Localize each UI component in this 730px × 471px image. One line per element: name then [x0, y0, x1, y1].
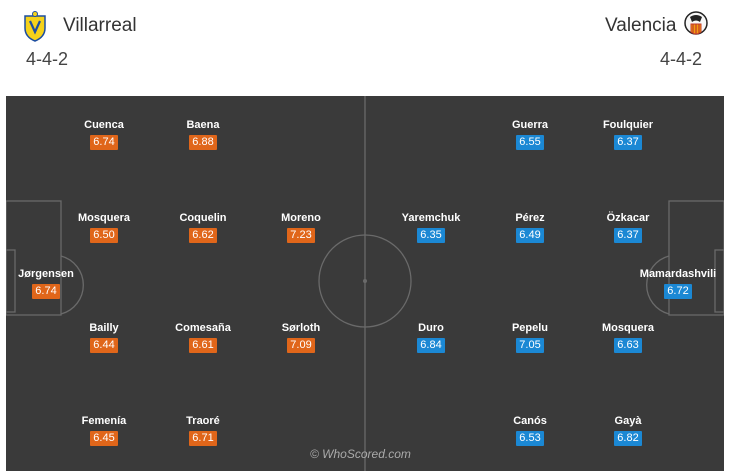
player-rating-badge: 7.23	[287, 228, 315, 243]
player-mamardashvili[interactable]: Mamardashvili 6.72	[628, 268, 724, 299]
player-name: Traoré	[186, 415, 220, 427]
player-rating-badge: 6.61	[189, 338, 217, 353]
player-name: Mosquera	[78, 212, 130, 224]
player-ozkacar[interactable]: Özkacar 6.37	[578, 212, 678, 243]
player-traore[interactable]: Traoré 6.71	[153, 415, 253, 446]
pitch-markings	[6, 96, 724, 471]
player-name: Jørgensen	[18, 268, 74, 280]
match-header: Villarreal 4-4-2 Valencia 4-4-2	[0, 0, 730, 92]
home-team-name: Villarreal	[63, 15, 137, 36]
player-name: Guerra	[511, 119, 549, 131]
villarreal-crest-icon	[24, 11, 46, 42]
player-name: Sørloth	[281, 322, 321, 334]
player-rating-badge: 6.74	[90, 135, 118, 150]
player-rating-badge: 6.71	[189, 431, 217, 446]
player-name: Gayà	[614, 415, 642, 427]
player-name: Özkacar	[606, 212, 650, 224]
pitch: Cuenca 6.74 Baena 6.88 Mosquera 6.50 Coq…	[6, 96, 724, 471]
player-cuenca[interactable]: Cuenca 6.74	[54, 119, 154, 150]
player-gaya[interactable]: Gayà 6.82	[578, 415, 678, 446]
player-name: Canós	[513, 415, 547, 427]
player-femenia[interactable]: Femenía 6.45	[54, 415, 154, 446]
player-guerra[interactable]: Guerra 6.55	[480, 119, 580, 150]
player-name: Foulquier	[602, 119, 654, 131]
player-name: Pepelu	[511, 322, 549, 334]
player-rating-badge: 6.37	[614, 228, 642, 243]
player-canos[interactable]: Canós 6.53	[480, 415, 580, 446]
player-baena[interactable]: Baena 6.88	[153, 119, 253, 150]
player-rating-badge: 6.44	[90, 338, 118, 353]
player-rating-badge: 7.09	[287, 338, 315, 353]
home-formation: 4-4-2	[26, 49, 69, 69]
player-bailly[interactable]: Bailly 6.44	[54, 322, 154, 353]
whoscored-watermark: © WhoScored.com	[310, 447, 411, 461]
player-name: Comesaña	[175, 322, 231, 334]
player-rating-badge: 6.82	[614, 431, 642, 446]
player-rating-badge: 6.53	[516, 431, 544, 446]
player-moreno[interactable]: Moreno 7.23	[251, 212, 351, 243]
player-rating-badge: 6.35	[417, 228, 445, 243]
player-pepelu[interactable]: Pepelu 7.05	[480, 322, 580, 353]
player-comesana[interactable]: Comesaña 6.61	[153, 322, 253, 353]
player-sorloth[interactable]: Sørloth 7.09	[251, 322, 351, 353]
player-name: Cuenca	[84, 119, 124, 131]
player-rating-badge: 6.55	[516, 135, 544, 150]
player-jorgensen[interactable]: Jørgensen 6.74	[6, 268, 96, 299]
away-formation: 4-4-2	[660, 49, 703, 69]
player-rating-badge: 6.88	[189, 135, 217, 150]
player-name: Baena	[186, 119, 220, 131]
player-rating-badge: 6.63	[614, 338, 642, 353]
player-name: Pérez	[515, 212, 545, 224]
player-rating-badge: 6.45	[90, 431, 118, 446]
away-team-name: Valencia	[605, 15, 677, 36]
player-rating-badge: 6.50	[90, 228, 118, 243]
player-mosquera-valencia[interactable]: Mosquera 6.63	[578, 322, 678, 353]
player-rating-badge: 6.49	[516, 228, 544, 243]
player-yaremchuk[interactable]: Yaremchuk 6.35	[381, 212, 481, 243]
player-name: Duro	[418, 322, 444, 334]
player-name: Mamardashvili	[639, 268, 717, 280]
player-rating-badge: 6.62	[189, 228, 217, 243]
player-name: Yaremchuk	[401, 212, 461, 224]
player-rating-badge: 6.84	[417, 338, 445, 353]
player-duro[interactable]: Duro 6.84	[381, 322, 481, 353]
player-perez[interactable]: Pérez 6.49	[480, 212, 580, 243]
player-name: Bailly	[89, 322, 119, 334]
player-rating-badge: 6.72	[664, 284, 692, 299]
valencia-crest-icon	[684, 11, 708, 35]
player-rating-badge: 6.37	[614, 135, 642, 150]
player-rating-badge: 6.74	[32, 284, 60, 299]
player-mosquera[interactable]: Mosquera 6.50	[54, 212, 154, 243]
player-name: Femenía	[81, 415, 127, 427]
player-foulquier[interactable]: Foulquier 6.37	[578, 119, 678, 150]
player-coquelin[interactable]: Coquelin 6.62	[153, 212, 253, 243]
player-name: Mosquera	[602, 322, 654, 334]
player-name: Moreno	[281, 212, 321, 224]
player-rating-badge: 7.05	[516, 338, 544, 353]
player-name: Coquelin	[179, 212, 227, 224]
